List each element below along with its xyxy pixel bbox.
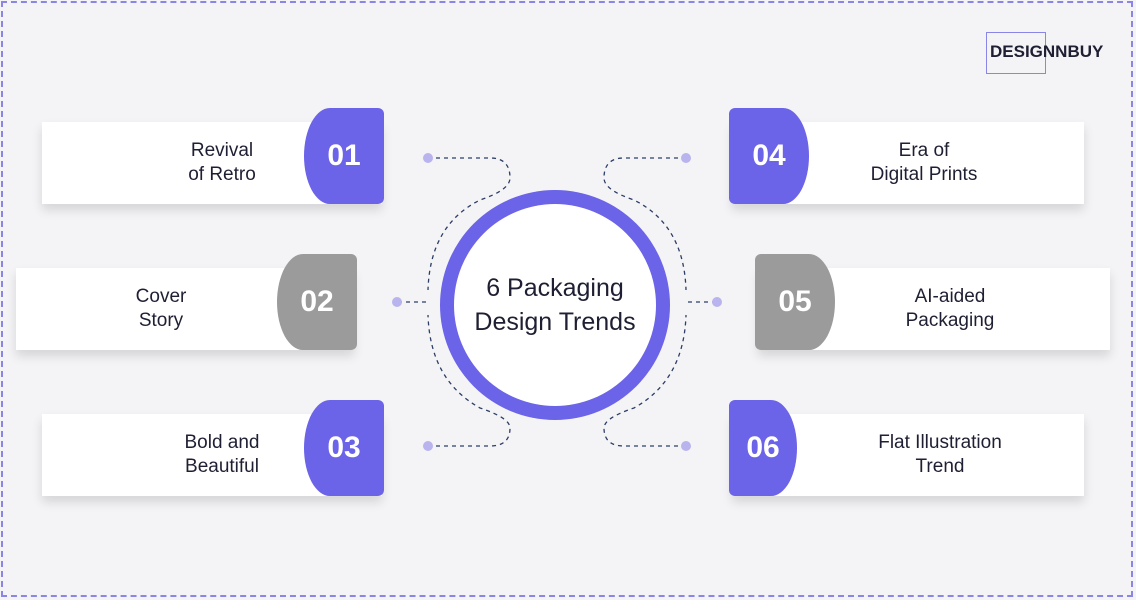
brand-logo: DESIGNNBUY — [990, 42, 1104, 61]
logo-box — [986, 32, 1046, 74]
dot-01 — [423, 153, 433, 163]
connector-01 — [427, 157, 511, 291]
dot-06 — [681, 441, 691, 451]
dot-02 — [392, 297, 402, 307]
connector-03 — [427, 314, 511, 447]
connector-04 — [603, 157, 687, 291]
trend-number-03: 03 — [304, 400, 384, 496]
trend-01-line2: of Retro — [188, 164, 256, 185]
connector-06 — [603, 314, 687, 447]
trend-number-06: 06 — [729, 400, 797, 496]
trend-03-line1: Bold and — [184, 432, 260, 453]
dot-04 — [681, 153, 691, 163]
trend-02-line1: Cover — [135, 286, 187, 307]
trend-05-line2: Packaging — [905, 310, 995, 331]
trend-02-line2: Story — [138, 310, 184, 331]
trend-number-05: 05 — [755, 254, 835, 350]
trend-06-line2: Trend — [915, 456, 965, 477]
trend-number-04: 04 — [729, 108, 809, 204]
trend-03-line2: Beautiful — [185, 456, 259, 477]
dot-05 — [712, 297, 722, 307]
center-title-line2: Design Trends — [474, 308, 636, 336]
dot-03 — [423, 441, 433, 451]
trend-01-line1: Revival — [190, 140, 254, 161]
trend-number-01: 01 — [304, 108, 384, 204]
trend-05-line1: AI-aided — [914, 286, 986, 307]
center-title: 6 Packaging Design Trends — [454, 204, 656, 406]
trend-number-02: 02 — [277, 254, 357, 350]
trend-04-line2: Digital Prints — [870, 164, 978, 185]
trend-06-line1: Flat Illustration — [878, 432, 1002, 453]
center-title-line1: 6 Packaging — [486, 274, 624, 302]
trend-04-line1: Era of — [898, 140, 950, 161]
